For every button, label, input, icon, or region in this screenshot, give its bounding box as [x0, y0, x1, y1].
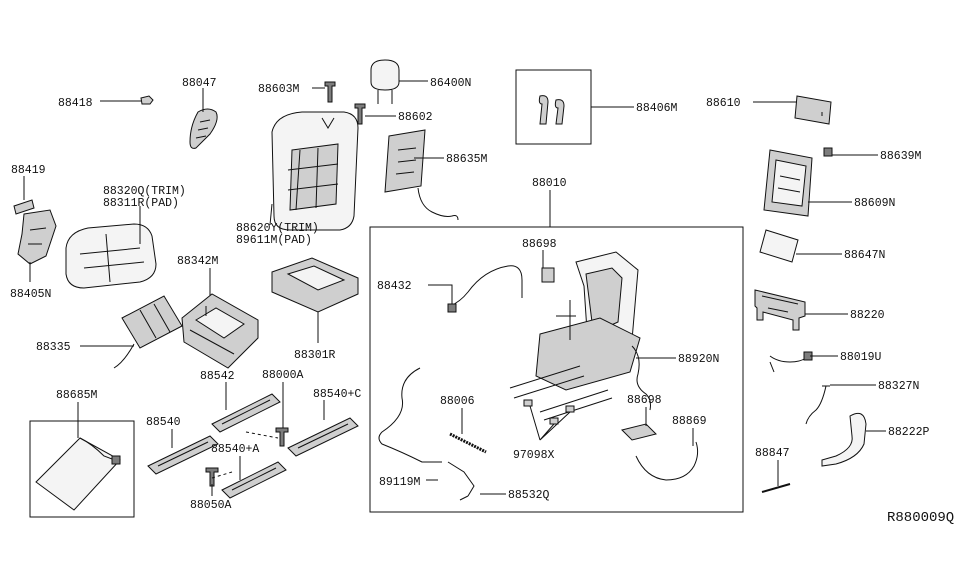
rail-88540a-shape	[221, 461, 287, 499]
clip-97098x-shape-b	[549, 417, 559, 425]
label-88006: 88006	[440, 395, 475, 408]
headrest-86400n-shape	[370, 59, 400, 91]
label-89119m: 89119M	[379, 476, 421, 489]
board-88647n-shape	[759, 229, 799, 263]
label-88847: 88847	[755, 447, 790, 460]
harness-88019u-shape	[769, 355, 807, 373]
bolt-88000a-shape	[275, 427, 289, 447]
bolt-88603m-shape	[324, 81, 336, 103]
label-88405n: 88405N	[10, 288, 51, 301]
label-88320q: 88320Q(TRIM)	[103, 185, 186, 198]
headrest-guide-left-shape	[538, 95, 549, 125]
label-88222p: 88222P	[888, 426, 930, 439]
label-88311r: 88311R(PAD)	[103, 197, 179, 210]
seat-frame-assembly-box	[369, 226, 744, 513]
clip-88639m-shape	[823, 147, 833, 157]
label-88000a: 88000A	[262, 369, 304, 382]
headrest-guide-inset-box	[515, 69, 592, 145]
label-88335: 88335	[36, 341, 71, 354]
bolt-88050a-shape	[205, 467, 219, 487]
board-88335-shape	[121, 295, 183, 349]
clip-88418-shape	[140, 95, 154, 105]
label-88532q: 88532Q	[508, 489, 550, 502]
label-88620y: 88620Y(TRIM)	[236, 222, 319, 235]
label-88609n: 88609N	[854, 197, 895, 210]
leader-lines	[23, 80, 886, 496]
label-88432: 88432	[377, 280, 412, 293]
label-88647n: 88647N	[844, 249, 885, 262]
label-88220: 88220	[850, 309, 885, 322]
label-88406m: 88406M	[636, 102, 678, 115]
bolt-88602-shape	[354, 103, 366, 125]
clip-97098x-shape-c	[565, 405, 575, 413]
harness-88432-shape	[449, 265, 523, 307]
label-88418: 88418	[58, 97, 93, 110]
rod-88847-shape	[761, 483, 791, 493]
label-88639m: 88639M	[880, 150, 922, 163]
label-88019u: 88019U	[840, 351, 882, 364]
strap-88006-shape	[449, 432, 487, 454]
wire-88532q-shape	[447, 461, 475, 501]
label-88698-lower: 88698	[627, 394, 662, 407]
label-88635m: 88635M	[446, 153, 488, 166]
label-88698-upper: 88698	[522, 238, 557, 251]
label-88301r: 88301R	[294, 349, 336, 362]
label-86400n: 86400N	[430, 77, 471, 90]
diagram-reference-code: R880009Q	[887, 510, 954, 526]
label-88540a: 88540+A	[211, 443, 259, 456]
cable-88869-shape	[635, 441, 699, 481]
label-88342m: 88342M	[177, 255, 219, 268]
label-88050a: 88050A	[190, 499, 232, 512]
label-88869: 88869	[672, 415, 707, 428]
panel-88610-shape	[794, 95, 832, 125]
seat-back-board-inset-box	[29, 420, 135, 518]
label-88540c: 88540+C	[313, 388, 361, 401]
trim-88419-shape	[13, 199, 35, 215]
label-88602: 88602	[398, 111, 433, 124]
label-88920n: 88920N	[678, 353, 719, 366]
cable-88327n-shape	[805, 385, 830, 425]
label-88542: 88542	[200, 370, 235, 383]
label-88540: 88540	[146, 416, 181, 429]
clip-97098x-shape-a	[523, 399, 533, 407]
cover-88222p-shape	[821, 412, 867, 467]
clip-88698-lower-shape	[621, 423, 657, 441]
label-88327n: 88327N	[878, 380, 919, 393]
headrest-guide-right-shape	[554, 99, 565, 125]
seat-cushion-shape	[65, 223, 157, 289]
label-88010: 88010	[532, 177, 567, 190]
label-88419: 88419	[11, 164, 46, 177]
harness-89119m-shape	[378, 367, 442, 463]
label-97098x: 97098X	[513, 449, 555, 462]
bracket-88405n-shape	[17, 209, 57, 265]
label-88603m: 88603M	[258, 83, 300, 96]
label-88610: 88610	[706, 97, 741, 110]
label-88685m: 88685M	[56, 389, 98, 402]
board-88685m-shape	[35, 437, 121, 511]
label-89611m: 89611M(PAD)	[236, 234, 312, 247]
clip-88698-upper-shape	[541, 267, 555, 283]
label-88047: 88047	[182, 77, 217, 90]
